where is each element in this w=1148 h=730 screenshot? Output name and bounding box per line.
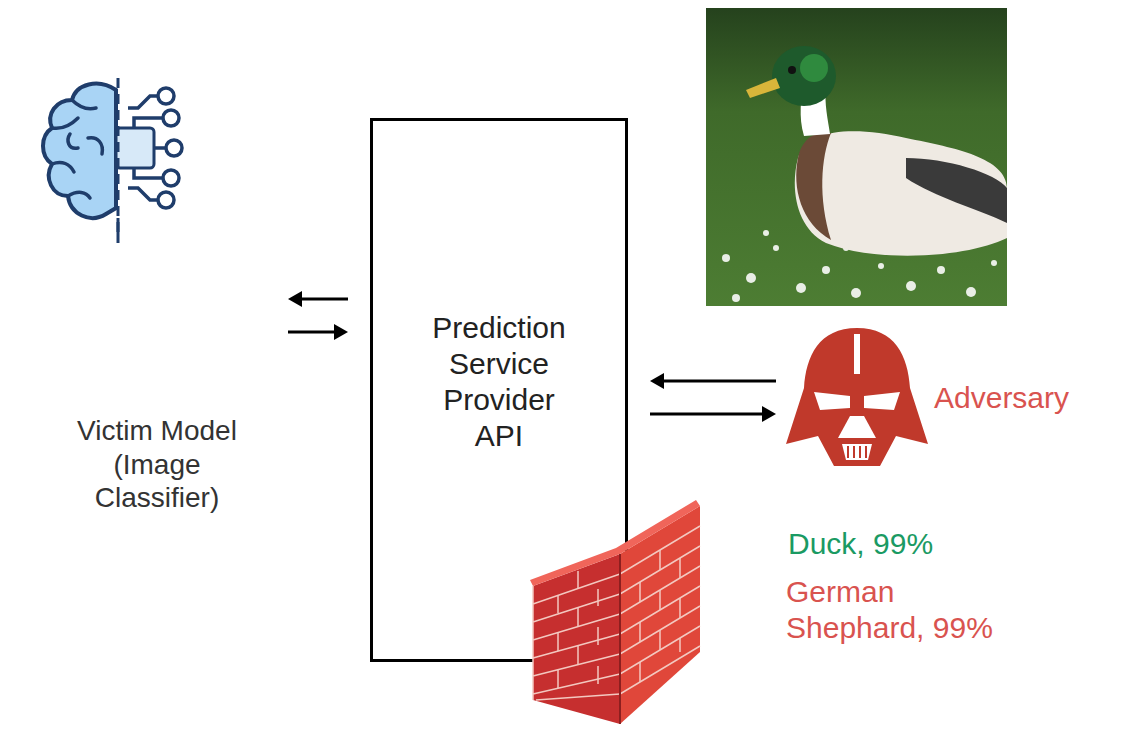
adversary-node: Adversary bbox=[780, 325, 1125, 470]
node-text: Adversary bbox=[934, 380, 1069, 416]
wrong-prediction: German Shephard, 99% bbox=[786, 574, 1036, 646]
duck-photo bbox=[706, 8, 1007, 306]
adversary-helmet bbox=[784, 326, 930, 468]
arrow-connector bbox=[650, 406, 776, 422]
firewall bbox=[528, 486, 706, 728]
node-text: Prediction Service Provider API bbox=[419, 310, 579, 454]
model-node: Victim Model (Image Classifier) bbox=[28, 78, 286, 518]
brain-icon bbox=[38, 78, 188, 243]
correct-prediction: Duck, 99% bbox=[788, 526, 1038, 562]
arrow-connector bbox=[288, 324, 348, 340]
node-text: Victim Model (Image Classifier) bbox=[62, 414, 252, 515]
arrow-connector bbox=[650, 373, 776, 389]
arrow-connector bbox=[288, 291, 348, 307]
